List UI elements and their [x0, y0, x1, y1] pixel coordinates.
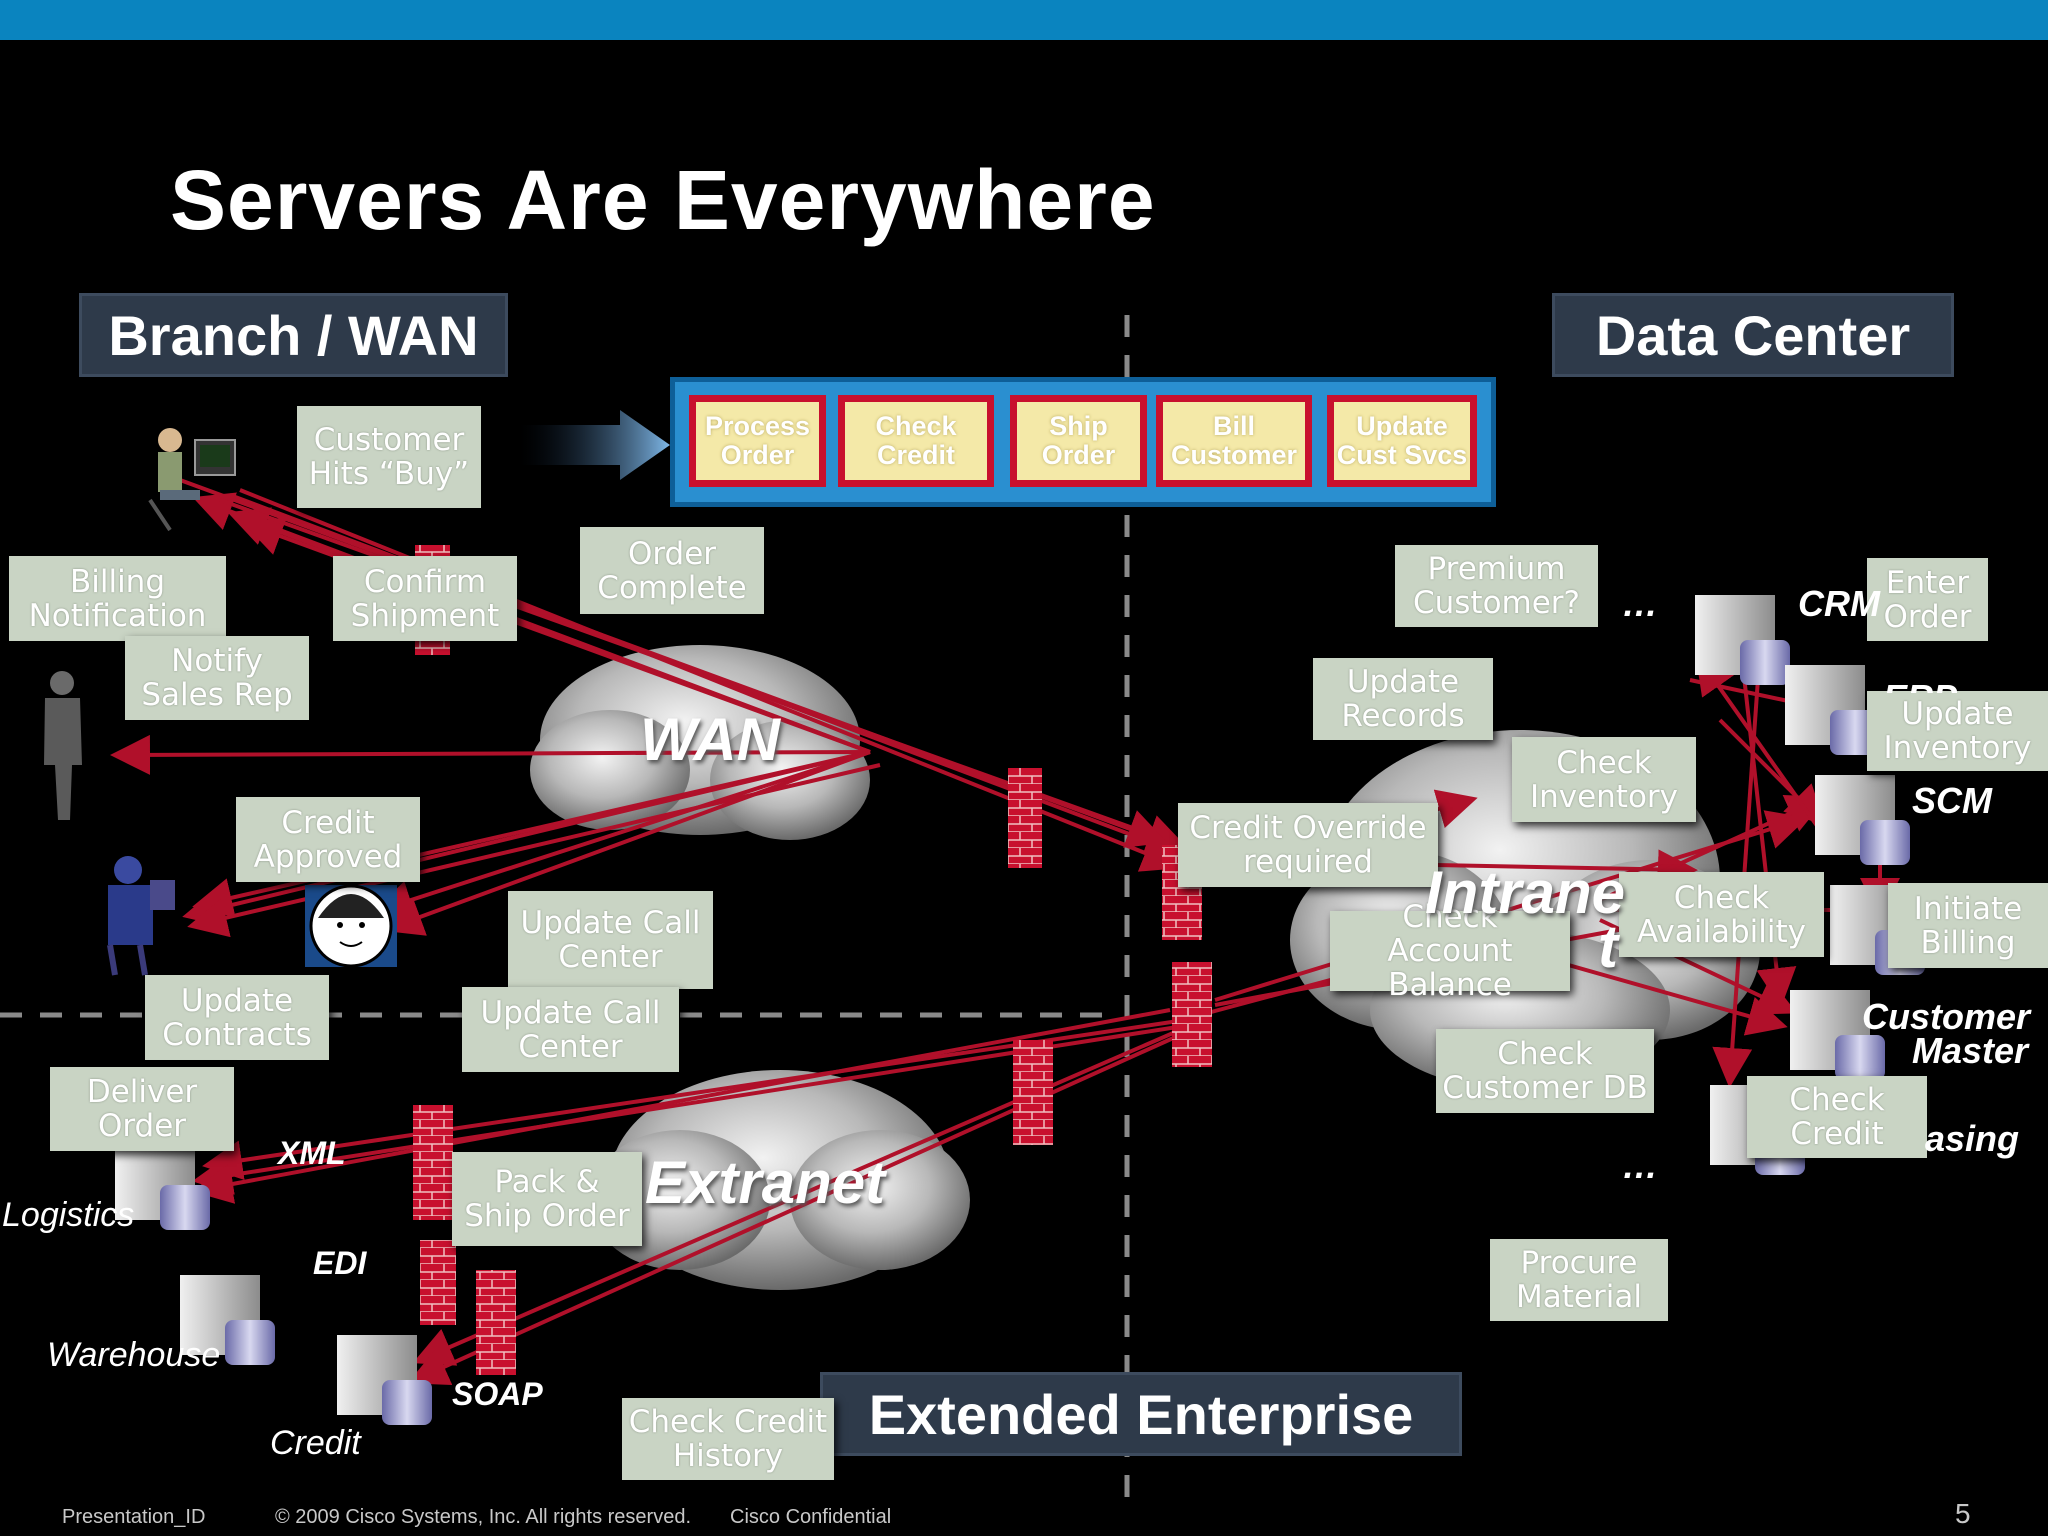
footer-presentation-id: Presentation_ID [62, 1506, 206, 1528]
call-center-agent-icon [107, 856, 175, 976]
soap-label: SOAP [452, 1376, 543, 1412]
callout-credit-override-required: Credit Override required [1178, 803, 1438, 887]
server-icons [115, 595, 1925, 1425]
footer-confidential: Cisco Confidential [730, 1506, 892, 1528]
callout-check-availability: Check Availability [1619, 872, 1824, 957]
callout-credit-approved: Credit Approved [236, 797, 420, 882]
top-banner [0, 0, 2048, 40]
flow-step-update-cust-svcs: Update Cust Svcs [1327, 395, 1477, 487]
callout-check-account-balance: Check Account Balance [1330, 900, 1570, 1002]
firewall-icon [476, 1270, 516, 1375]
callout-premium-customer: Premium Customer? [1395, 545, 1598, 627]
flow-step-ship-order: Ship Order [1010, 395, 1147, 487]
callout-pack-ship-order: Pack & Ship Order [452, 1152, 642, 1246]
firewall-icon [1013, 1040, 1053, 1145]
extended-enterprise-header: Extended Enterprise [820, 1372, 1462, 1456]
callout-billing-notification: Billing Notification [9, 556, 226, 641]
edi-label: EDI [313, 1245, 367, 1281]
callout-notify-sales-rep: Notify Sales Rep [125, 636, 309, 720]
callout-update-records: Update Records [1313, 658, 1493, 740]
callout-procure-material: Procure Material [1490, 1239, 1668, 1321]
callout-order-complete: Order Complete [580, 527, 764, 614]
extranet-label: Extranet [645, 1149, 886, 1216]
erp-label: ERP [1883, 677, 1957, 693]
crm-label: CRM [1798, 583, 1880, 624]
callout-update-call-center-2: Update Call Center [462, 987, 679, 1072]
credit-label: Credit [270, 1424, 361, 1462]
flow-step-check-credit: Check Credit [838, 395, 994, 487]
callout-check-customer-db: Check Customer DB [1436, 1029, 1654, 1113]
callout-confirm-shipment: Confirm Shipment [333, 556, 517, 641]
wan-label: WAN [640, 706, 780, 773]
page-number: 5 [1955, 1498, 1971, 1529]
customer-master-label: Customer Master [1862, 996, 2031, 1071]
callout-enter-order: Enter Order [1867, 558, 1988, 641]
xml-label: XML [278, 1135, 346, 1171]
dots-top-label: … [1622, 583, 1658, 624]
callout-customer-hits-buy: Customer Hits “Buy” [297, 406, 481, 508]
callout-update-contracts: Update Contracts [145, 975, 329, 1060]
slide-title: Servers Are Everywhere [170, 153, 1156, 247]
firewall-icon [413, 1105, 453, 1220]
firewall-icon [1172, 962, 1212, 1067]
flow-step-bill-customer: Bill Customer [1156, 395, 1312, 487]
purchasing-label: asing [1925, 1118, 2020, 1159]
flow-arrow-icon [520, 410, 670, 480]
callout-update-inventory: Update Inventory [1867, 691, 2048, 771]
flow-step-process-order: Process Order [689, 395, 826, 487]
callout-deliver-order: Deliver Order [50, 1067, 234, 1151]
callout-check-inventory: Check Inventory [1512, 737, 1696, 822]
logistics-label: Logistics [2, 1196, 135, 1234]
warehouse-label: Warehouse [47, 1336, 221, 1374]
callout-check-credit-history: Check Credit History [622, 1398, 834, 1480]
callout-update-call-center: Update Call Center [508, 891, 713, 989]
callout-initiate-billing: Initiate Billing [1888, 883, 2048, 968]
branch-wan-header: Branch / WAN [79, 293, 508, 377]
firewall-icon [1008, 768, 1042, 868]
sales-rep-icon [44, 671, 82, 820]
customer-at-computer-icon [148, 428, 236, 532]
dots-bottom-label: … [1622, 1145, 1658, 1186]
callout-check-credit: Check Credit [1747, 1076, 1927, 1158]
footer-copyright: © 2009 Cisco Systems, Inc. All rights re… [275, 1506, 692, 1528]
intranet-label: Intrane [1425, 859, 1626, 926]
intranet-label-wrap: t [1598, 913, 1618, 980]
data-center-header: Data Center [1552, 293, 1954, 377]
scm-label: SCM [1912, 780, 1992, 821]
firewall-icon [420, 1240, 456, 1325]
headset-operator-icon [305, 884, 397, 968]
